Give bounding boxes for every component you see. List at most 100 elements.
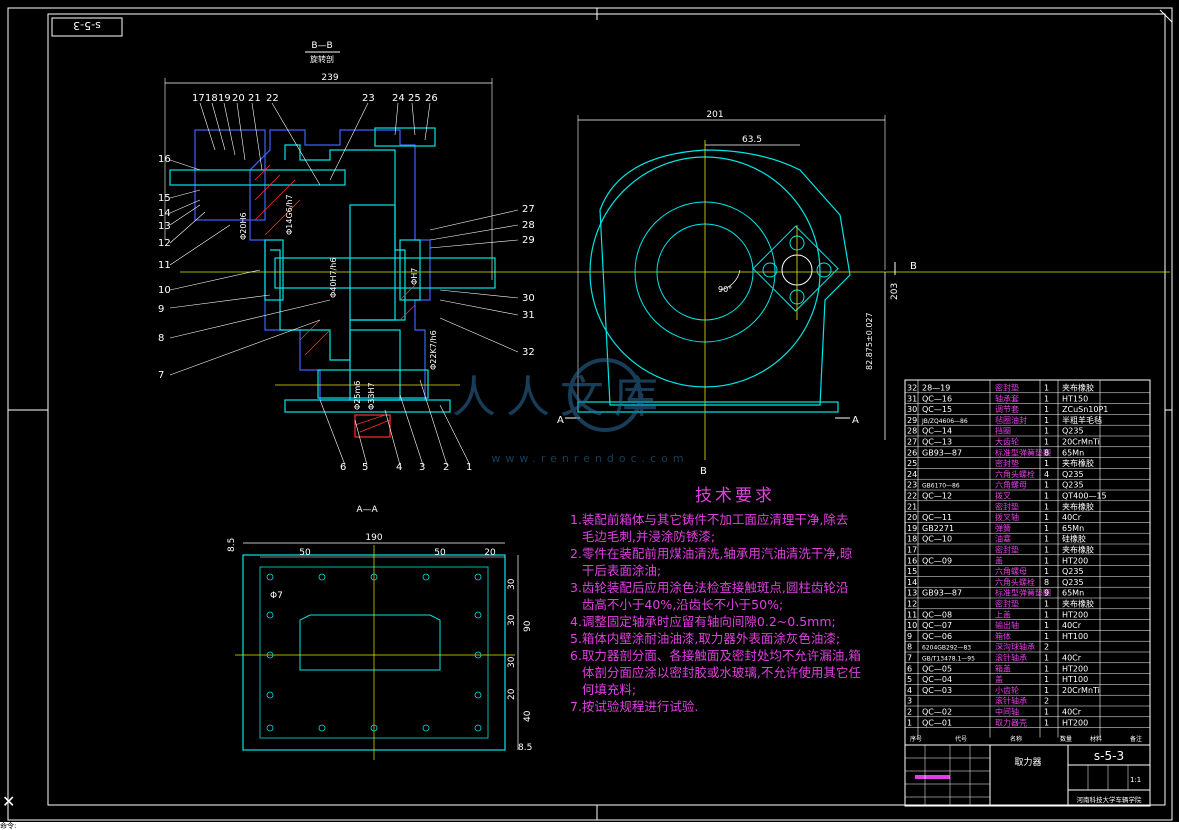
bom-cell-no: 26 xyxy=(907,448,917,457)
part-no-6: 6 xyxy=(340,462,346,473)
bom-cell-qty: 1 xyxy=(1044,524,1049,533)
tech-line-12: 7.按试验规程进行试验. xyxy=(570,699,699,714)
intermediate-shaft xyxy=(317,369,429,399)
bom-cell-name: 输出轴 xyxy=(995,620,1019,630)
side-base xyxy=(577,401,839,413)
bom-header: 序号 代号 名称 数量 材料 备注 xyxy=(910,735,1142,743)
bom-cell-name: 密封垫 xyxy=(995,458,1019,468)
bom-cell-name: 密封垫 xyxy=(995,599,1019,609)
bom-cell-code: QC—14 xyxy=(922,427,952,436)
aa-dim-190: 190 xyxy=(365,533,382,543)
bom-cell-code: QC—16 xyxy=(922,394,952,403)
part-no-8: 8 xyxy=(158,333,164,344)
aa-dims: 190 50 50 20 8.5 90 30 30 30 20 40 8.5 Φ… xyxy=(227,533,533,753)
dim-shaft-3: Φ25m6 xyxy=(353,381,362,410)
bom-cell-name: 滚针轴承 xyxy=(995,696,1027,706)
bom-cell-qty: 1 xyxy=(1044,546,1049,555)
section-bb-sub: 旋转剖 xyxy=(310,54,334,64)
title-block-code: s-5-3 xyxy=(1094,749,1124,763)
bom-cell-qty: 1 xyxy=(1044,708,1049,717)
part-no-13: 13 xyxy=(158,221,171,232)
title-block-grid xyxy=(905,745,1129,806)
bom-cell-no: 4 xyxy=(907,686,912,695)
bom-cell-mat: 夹布橡胶 xyxy=(1062,545,1094,555)
bom-cell-no: 27 xyxy=(907,438,917,447)
bom-cell-code: QC—15 xyxy=(922,405,952,414)
frame-code: s-5-3 xyxy=(73,19,101,32)
gear-large xyxy=(349,204,396,321)
corner-mark xyxy=(1159,9,1173,23)
bom-cell-name: 标准型弹簧垫圈 xyxy=(995,447,1051,457)
bom-cell-name: 盖 xyxy=(995,674,1003,684)
bom-cell-code: GB/T13478.1—95 xyxy=(922,656,975,663)
bom-cell-mat: 夹布橡胶 xyxy=(1062,458,1094,468)
command-line[interactable]: 命令: xyxy=(0,822,1179,830)
bom-cell-no: 12 xyxy=(907,600,917,609)
bom-cell-qty: 1 xyxy=(1044,664,1049,673)
part-no-25: 25 xyxy=(408,93,421,104)
bom-cell-code: QC—06 xyxy=(922,632,952,641)
bom-cell-qty: 1 xyxy=(1044,632,1049,641)
bom-cell-name: 挡圈 xyxy=(995,426,1011,436)
tech-line-5: 3.齿轮装配后应用涂色法检查接触斑点,圆柱齿轮沿 xyxy=(570,580,849,595)
bom-cell-no: 9 xyxy=(907,632,912,641)
frame-code-box xyxy=(51,17,123,37)
bom-cell-code: GB93—87 xyxy=(922,448,962,457)
aa-center-window xyxy=(299,614,441,671)
watermark-ring xyxy=(568,358,642,432)
bom-cell-mat: Q235 xyxy=(1062,578,1084,587)
bom-cell-qty: 1 xyxy=(1044,654,1049,663)
bom-cell-code: GB6170—86 xyxy=(922,483,960,490)
bom-cell-code: QC—04 xyxy=(922,675,952,684)
bom-header-no: 序号 xyxy=(910,735,922,743)
bom-cell-name: 油塞 xyxy=(995,534,1011,544)
bom-cell-mat: 40Cr xyxy=(1062,654,1082,663)
bom-cell-qty: 1 xyxy=(1044,610,1049,619)
bom-cell-mat: 硅橡胶 xyxy=(1062,534,1086,544)
bom-cell-mat: 夹布橡胶 xyxy=(1062,501,1094,511)
bom-cell-no: 31 xyxy=(907,394,917,403)
flange-square xyxy=(752,225,839,312)
bom-cell-qty: 1 xyxy=(1044,621,1049,630)
section-aa-title: A—A xyxy=(356,505,378,515)
dim-shaft-5: Φ22K7/h6 xyxy=(429,330,438,370)
bom-header-mat: 材料 xyxy=(1090,735,1102,743)
bom-cell-no: 28 xyxy=(907,427,917,436)
bom-cell-no: 22 xyxy=(907,492,917,501)
bom-cell-no: 13 xyxy=(907,589,917,598)
bom-cell-name: 弹簧 xyxy=(995,523,1011,533)
part-no-21: 21 xyxy=(248,93,261,104)
bom-cell-mat: 20CrMnTi xyxy=(1062,438,1100,447)
bom-cell-no: 5 xyxy=(907,675,912,684)
flange-bolt-4 xyxy=(816,262,832,278)
bom-cell-name: 六角头螺栓 xyxy=(995,469,1035,479)
bom-cell-mat: 20CrMnTi xyxy=(1062,686,1100,695)
section-aa-view[interactable] xyxy=(235,542,519,760)
bom-cell-qty: 1 xyxy=(1044,675,1049,684)
part-no-27: 27 xyxy=(522,204,535,215)
tech-requirements: 技术要求 1.装配前箱体与其它铸件不加工面应清理干净,除去 毛边毛刺,并浸涂防锈… xyxy=(570,488,900,715)
bom-cell-no: 16 xyxy=(907,556,917,565)
bom-cell-code: QC—01 xyxy=(922,718,952,727)
shift-rod xyxy=(169,169,346,186)
tech-line-7: 4.调整固定轴承时应留有轴向间隙0.2~0.5mm; xyxy=(570,614,836,629)
side-view[interactable]: 201 63.5 90° 203 82.875±0.027 xyxy=(565,110,900,460)
bom-cell-name: 箱体 xyxy=(995,631,1011,641)
part-no-23: 23 xyxy=(362,93,375,104)
dim-90: 90° xyxy=(718,285,732,294)
bom-header-code: 代号 xyxy=(955,735,967,743)
bom-cell-qty: 1 xyxy=(1044,600,1049,609)
bom-cell-no: 18 xyxy=(907,535,917,544)
aa-holes xyxy=(266,573,482,732)
tech-line-4: 干后表面涂油; xyxy=(570,563,662,578)
bom-cell-name: 深沟球轴承 xyxy=(995,642,1035,652)
tech-line-6: 齿高不小于40%,沿齿长不小于50%; xyxy=(570,597,784,612)
bom-cell-code: JB/ZQ4606—86 xyxy=(921,418,968,425)
section-bb-view[interactable] xyxy=(169,127,1170,438)
bom-cell-no: 14 xyxy=(907,578,917,587)
dim-shaft-6: ΦH7 xyxy=(410,268,419,285)
part-no-12: 12 xyxy=(158,238,171,249)
bolt-top xyxy=(374,127,436,147)
